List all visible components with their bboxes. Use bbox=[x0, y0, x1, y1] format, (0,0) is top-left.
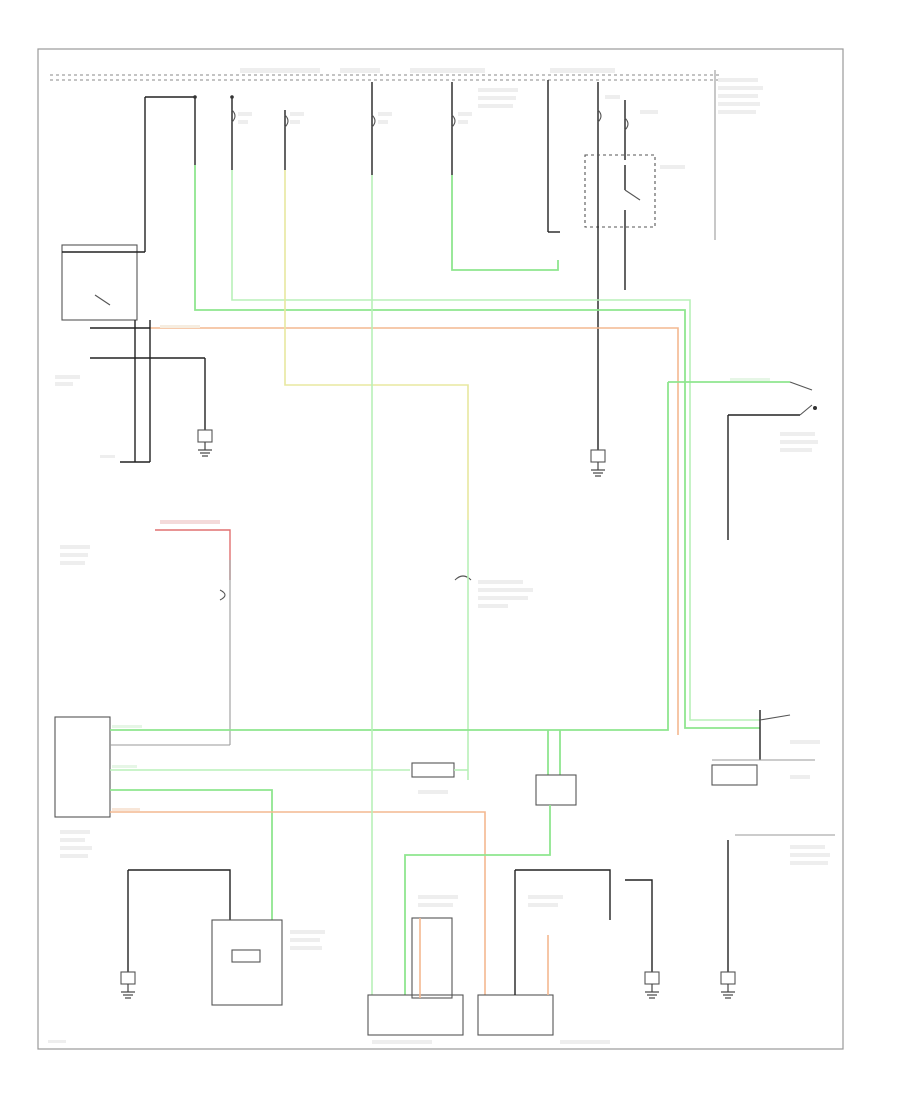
center-relay-lower bbox=[404, 730, 577, 995]
fuse-column-5 bbox=[451, 82, 518, 175]
fuse-column-2 bbox=[230, 95, 252, 170]
right-lower-switch bbox=[711, 710, 820, 786]
fuse-column-4 bbox=[371, 82, 392, 175]
power-bus-header bbox=[50, 68, 720, 81]
right-door-switch bbox=[668, 381, 818, 540]
wire-fuse5-to-relay bbox=[451, 175, 559, 271]
bottom-motor-right bbox=[477, 869, 611, 1044]
ground-left-upper bbox=[197, 358, 213, 457]
center-switch bbox=[454, 520, 533, 780]
bottom-right-ground-2 bbox=[720, 834, 835, 999]
bottom-right-ground-1 bbox=[625, 879, 660, 999]
horizontal-harness bbox=[150, 165, 760, 735]
bottom-motor-left bbox=[367, 895, 464, 1044]
bottom-switch-block-left bbox=[211, 919, 325, 1006]
diagram-frame bbox=[37, 48, 844, 1050]
control-unit bbox=[54, 382, 669, 995]
bottom-left-ground bbox=[120, 869, 231, 999]
left-unit bbox=[60, 529, 231, 745]
left-relay bbox=[55, 244, 205, 463]
fuse-column-3 bbox=[284, 110, 304, 170]
label-placeholders bbox=[48, 325, 770, 1043]
power-source-note bbox=[714, 70, 763, 240]
relay-block-top-right bbox=[547, 80, 685, 330]
ground-center-upper bbox=[590, 330, 606, 477]
center-diode bbox=[411, 762, 468, 794]
fuse-column-1 bbox=[144, 95, 197, 252]
